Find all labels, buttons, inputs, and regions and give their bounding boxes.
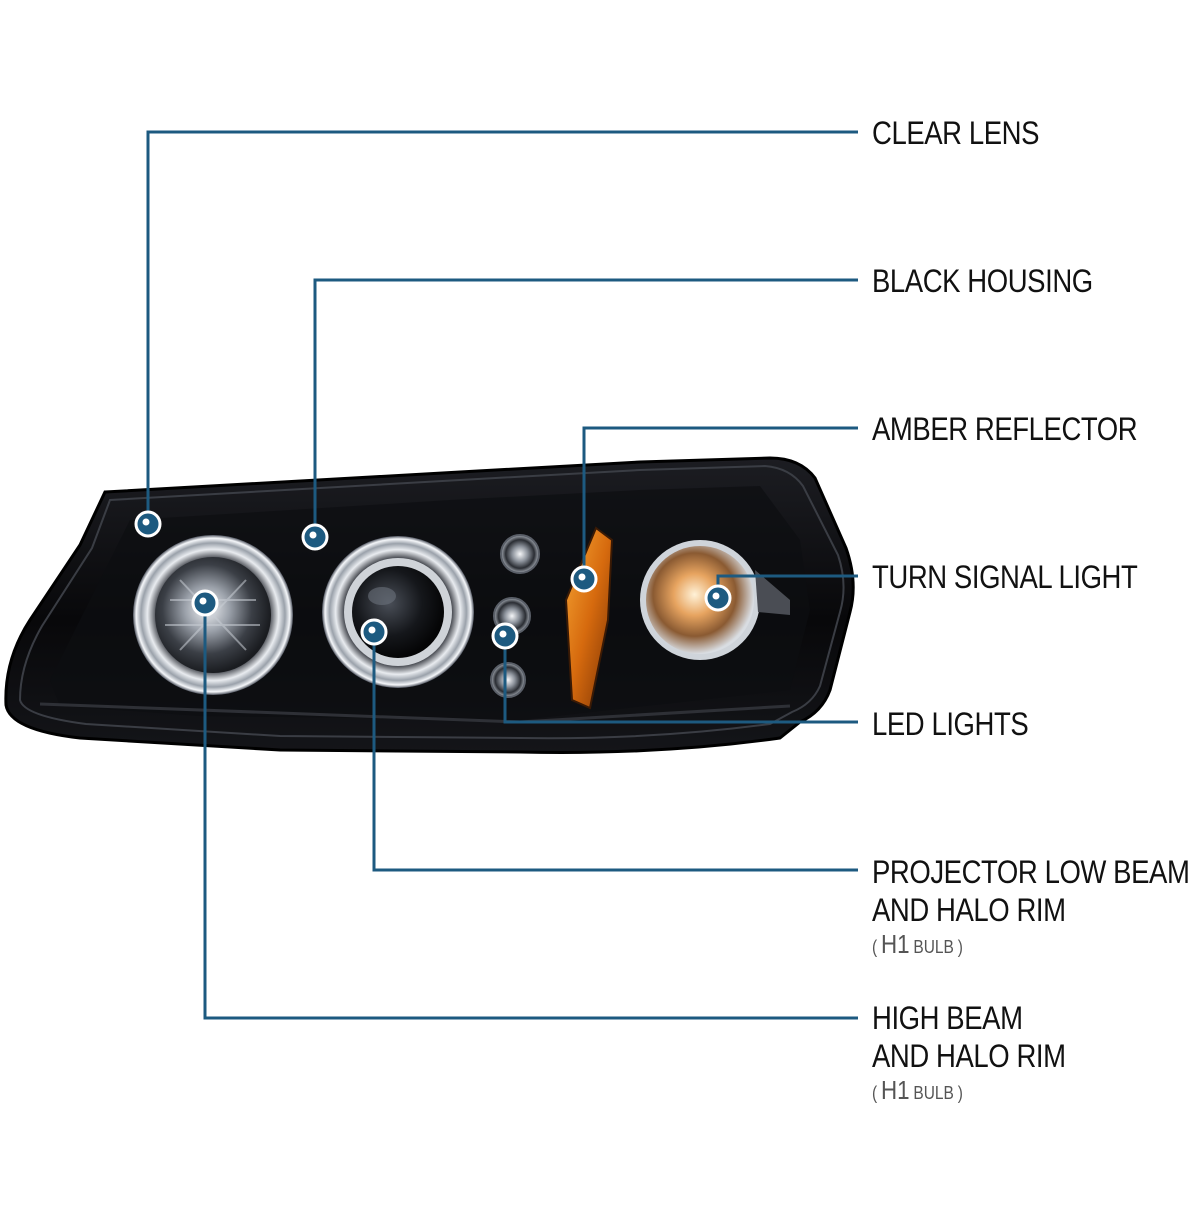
callout-dot-highlight-turn-signal-light	[712, 592, 720, 600]
leader-line-projector-low-beam	[372, 632, 858, 872]
leader-line-amber-reflector	[582, 426, 858, 579]
bulb-word: BULB	[913, 937, 954, 957]
label-high-beam-bulb-note: ( H1 BULB )	[872, 1075, 963, 1106]
callout-dot-highlight-high-beam	[199, 597, 207, 605]
callout-dots	[134, 510, 732, 650]
label-high-beam-line1: HIGH BEAM	[872, 1000, 1023, 1036]
label-projector-low-beam-line2: AND HALO RIM	[872, 892, 1066, 928]
turn-signal-lamp	[640, 540, 790, 660]
bulb-close-paren: )	[957, 937, 963, 957]
label-clear-lens: CLEAR LENS	[872, 115, 1040, 151]
projector-lamp	[322, 536, 474, 688]
callout-dot-highlight-led-lights	[499, 630, 507, 638]
label-amber-reflector: AMBER REFLECTOR	[872, 411, 1138, 447]
callout-dot-highlight-black-housing	[309, 531, 317, 539]
leader-line-led-lights	[503, 636, 858, 724]
callout-dot-highlight-clear-lens	[142, 518, 150, 526]
label-projector-bulb-note: ( H1 BULB )	[872, 929, 963, 960]
leader-line-black-housing	[313, 278, 858, 537]
callout-dot-highlight-amber-reflector	[578, 573, 586, 581]
leader-lines	[146, 130, 858, 1020]
high-beam-lamp	[133, 535, 293, 695]
label-led-lights: LED LIGHTS	[872, 706, 1029, 742]
bulb-type: H1	[880, 1075, 910, 1105]
callout-dot-highlight-projector-low-beam	[368, 626, 376, 634]
label-black-housing: BLACK HOUSING	[872, 263, 1093, 299]
leader-line-high-beam	[203, 603, 858, 1020]
leader-line-clear-lens	[146, 130, 858, 524]
bulb-open-paren: (	[872, 1083, 878, 1103]
label-high-beam-line2: AND HALO RIM	[872, 1038, 1066, 1074]
bulb-type: H1	[880, 929, 910, 959]
bulb-close-paren: )	[957, 1083, 963, 1103]
bulb-word: BULB	[913, 1083, 954, 1103]
label-projector-low-beam-line1: PROJECTOR LOW BEAM	[872, 854, 1190, 890]
label-turn-signal-light: TURN SIGNAL LIGHT	[872, 559, 1138, 595]
bulb-open-paren: (	[872, 937, 878, 957]
